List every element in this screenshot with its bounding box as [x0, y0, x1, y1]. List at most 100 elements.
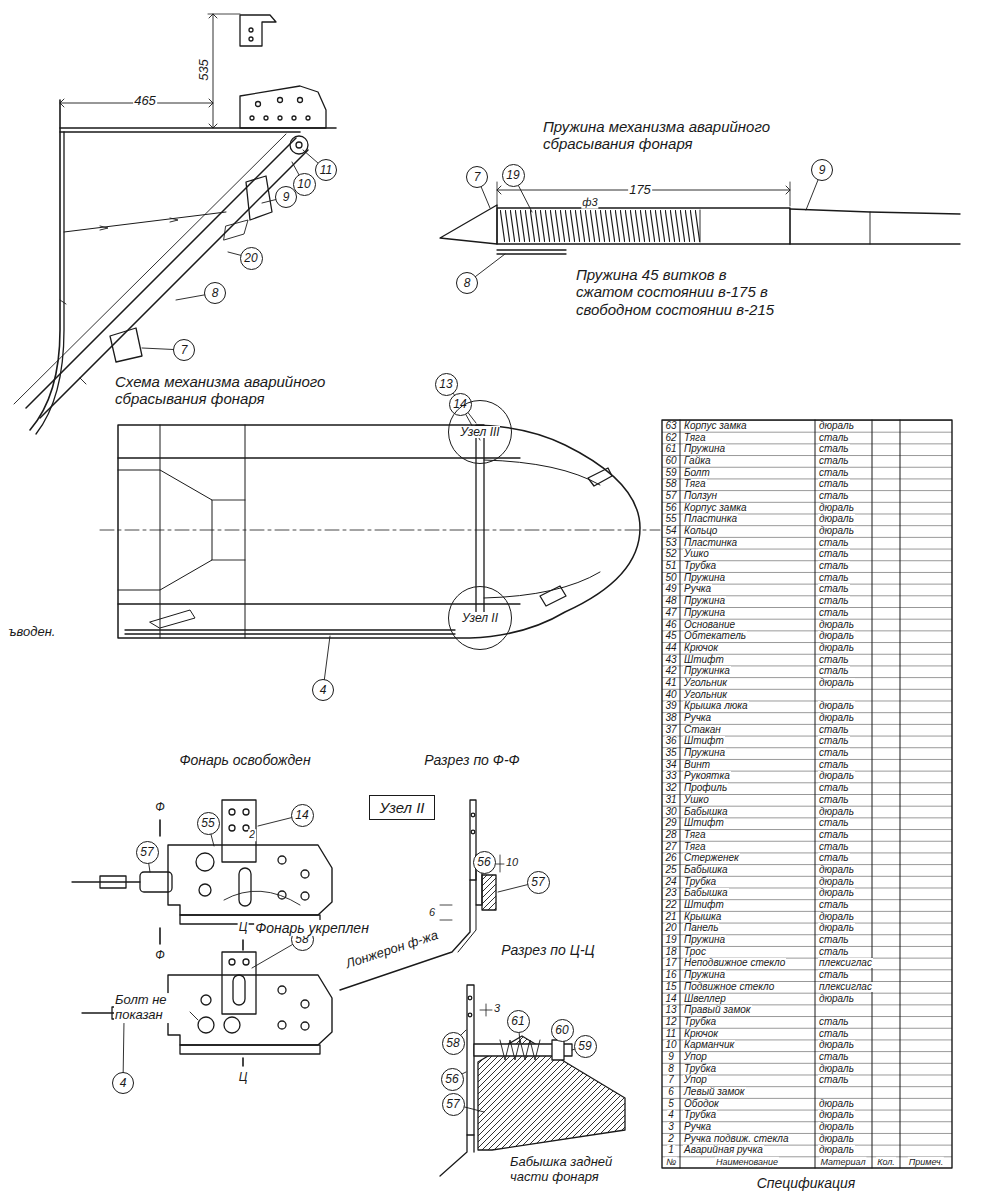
node-two-views	[123, 815, 302, 1083]
section-mark: Ц	[238, 921, 249, 935]
callout-number: 60	[551, 1019, 574, 1042]
table-cell: плексиглас	[818, 982, 873, 992]
section-f-f	[471, 830, 475, 834]
table-cell: 52	[664, 549, 677, 559]
table-cell: Трубка	[683, 1110, 717, 1120]
part-name: Бабышка задней части фонаря	[509, 1155, 631, 1185]
section-ts-ts	[468, 1013, 472, 1017]
node-text: 56	[477, 856, 490, 868]
table-cell: Пружина	[683, 970, 726, 980]
table-cell: дюраль	[818, 713, 855, 723]
table-cell: 6	[667, 1087, 675, 1097]
node-two-views	[198, 1017, 214, 1033]
specification-table	[662, 420, 952, 1168]
table-cell: Карманчик	[683, 1040, 735, 1050]
table-cell: Пружина	[683, 935, 726, 945]
node-text: Узел II	[462, 612, 498, 624]
table-cell: сталь	[818, 853, 850, 863]
node-two-views	[243, 959, 249, 965]
table-cell: сталь	[818, 608, 850, 618]
callout-number: 19	[502, 164, 525, 187]
canopy-scheme	[150, 610, 195, 628]
fuselage-corner-view	[240, 86, 326, 128]
node-text: 8	[212, 287, 219, 299]
section-f-f	[440, 905, 452, 920]
table-cell: 36	[664, 736, 677, 746]
table-cell: Бабышка	[683, 888, 729, 898]
table-cell: дюраль	[818, 807, 855, 817]
table-cell: Трос	[683, 947, 707, 957]
callout-number: 59	[574, 1035, 597, 1058]
table-cell: Кольцо	[683, 526, 718, 536]
callout-number: 9	[811, 159, 833, 181]
table-cell: сталь	[818, 491, 850, 501]
section-mark: Ф	[154, 801, 166, 815]
spring-detail	[440, 205, 497, 244]
table-cell: 55	[664, 514, 677, 524]
table-cell: Винт	[683, 760, 711, 770]
table-cell: 35	[664, 748, 677, 758]
table-cell: дюраль	[818, 1064, 855, 1074]
table-cell: Крышка люка	[683, 701, 749, 711]
view-title: Разрез по Ф-Ф	[423, 752, 520, 768]
section-ts-ts	[440, 985, 625, 1176]
node-two-views	[301, 1022, 309, 1030]
table-title: Спецификация	[756, 1175, 857, 1191]
table-cell: 9	[667, 1052, 675, 1062]
note-text: Болт не показан	[114, 993, 186, 1023]
table-cell: 23	[664, 888, 677, 898]
table-cell: Правый замок	[683, 1005, 752, 1015]
node-two-views	[301, 870, 309, 878]
callout-number: 7	[466, 166, 488, 188]
fuselage-corner-view	[306, 116, 310, 120]
table-cell: дюраль	[818, 643, 855, 653]
table-cell: 54	[664, 526, 677, 536]
table-cell: 28	[664, 830, 677, 840]
fuselage-corner-view	[60, 128, 336, 132]
table-cell: Гайка	[683, 456, 712, 466]
fuselage-corner-view	[298, 98, 303, 103]
table-cell: сталь	[818, 433, 850, 443]
table-cell: 33	[664, 771, 677, 781]
table-cell: дюраль	[818, 1122, 855, 1132]
table-cell: 45	[664, 631, 677, 641]
table-cell: Трубка	[683, 561, 717, 571]
table-cell: сталь	[818, 584, 850, 594]
fuselage-corner-view	[64, 212, 226, 232]
table-cell: 18	[664, 947, 677, 957]
spring-detail	[497, 208, 790, 244]
node-text: 20	[244, 252, 257, 264]
table-cell: Подвижное стекло	[683, 982, 775, 992]
fuselage-corner-view	[213, 14, 214, 128]
table-cell: Крючок	[683, 1029, 719, 1039]
node-text: 14	[295, 809, 308, 821]
table-cell: Рукоятка	[683, 771, 731, 781]
node-two-views	[168, 845, 332, 915]
table-cell: 24	[664, 877, 677, 887]
table-cell: Панель	[683, 923, 719, 933]
table-cell: 62	[664, 433, 677, 443]
section-mark: Ц	[238, 1071, 249, 1085]
table-cell: сталь	[818, 900, 850, 910]
node-two-views	[168, 975, 332, 1045]
detail-circle: Узел III	[448, 400, 512, 464]
table-cell: 32	[664, 783, 677, 793]
table-cell: сталь	[818, 456, 850, 466]
callout-number: 11	[315, 159, 337, 181]
section-f-f	[458, 905, 476, 952]
table-cell: Болт	[683, 468, 711, 478]
table-cell: 4	[667, 1110, 675, 1120]
callout-number: 57	[527, 871, 550, 894]
note-text: ъводен.	[8, 625, 57, 640]
section-f-f	[471, 813, 475, 817]
callout-number: 55	[197, 812, 220, 835]
table-cell: 39	[664, 701, 677, 711]
node-two-views	[278, 986, 286, 994]
table-cell: 31	[664, 795, 677, 805]
table-cell: 27	[664, 842, 677, 852]
table-cell: сталь	[818, 818, 850, 828]
node-text: Узел III	[460, 426, 499, 438]
table-header: Примеч.	[908, 1157, 944, 1167]
node-text: 11	[320, 164, 332, 176]
node-text: 4	[120, 1077, 127, 1089]
